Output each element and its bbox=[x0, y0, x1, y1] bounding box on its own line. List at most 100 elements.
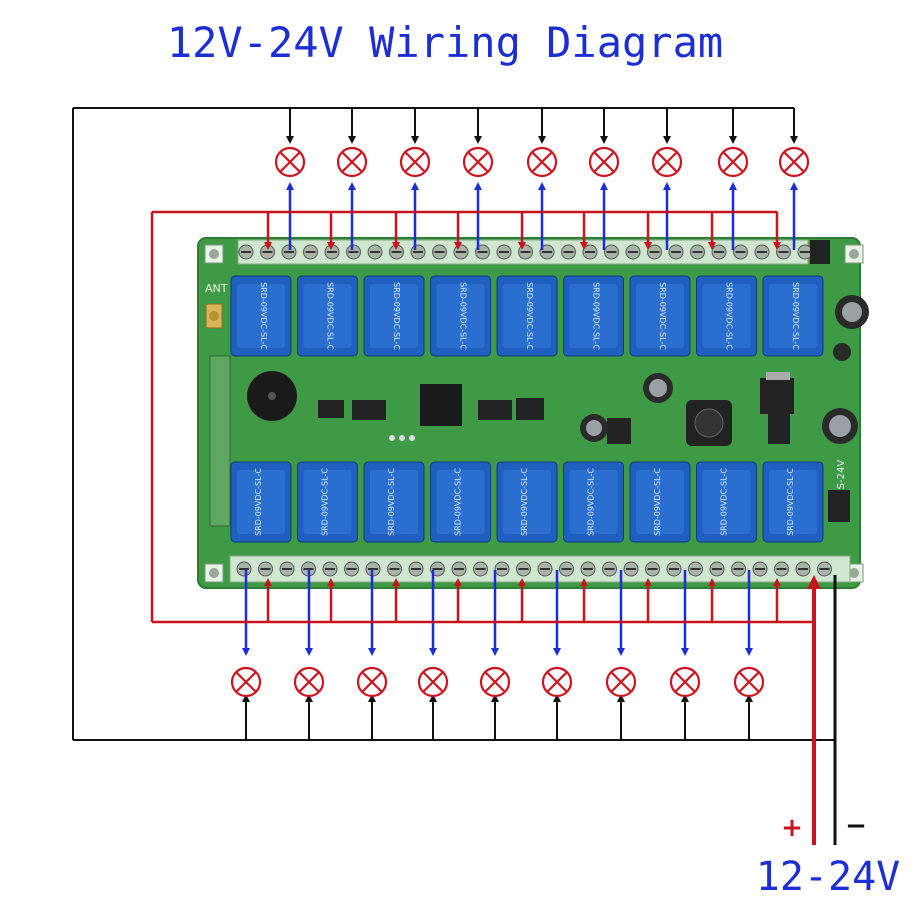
lamp-icon bbox=[336, 146, 368, 178]
terminal-screws bbox=[236, 244, 832, 577]
relay-icon: SRD-09VDC-SL-C bbox=[297, 275, 358, 357]
relay-label: SRD-09VDC-SL-C bbox=[587, 468, 596, 536]
relay-face bbox=[702, 470, 751, 534]
lamp-icon bbox=[733, 666, 765, 698]
lamp-icon bbox=[274, 146, 306, 178]
relay-label: SRD-09VDC-SL-C bbox=[321, 468, 330, 536]
lamp-cross bbox=[546, 671, 568, 693]
relay-icon: SRD-09VDC-SL-C bbox=[430, 275, 491, 357]
relay-icon: SRD-09VDC-SL-C bbox=[363, 461, 425, 543]
lamp-cross bbox=[593, 151, 615, 173]
lamp-icon bbox=[399, 146, 431, 178]
relay-icon: SRD-09VDC-SL-C bbox=[297, 461, 358, 543]
lamp-icon bbox=[230, 666, 262, 698]
relay-icon: SRD-09VDC-SL-C bbox=[230, 275, 292, 357]
antenna-icon bbox=[205, 303, 223, 329]
relay-label: SRD-09VDC-SL-C bbox=[658, 282, 667, 350]
ant-label: ANT bbox=[205, 282, 228, 295]
relay-icon: SRD-09VDC-SL-C bbox=[363, 275, 425, 357]
lamp-cross bbox=[722, 151, 744, 173]
relay-face bbox=[636, 284, 684, 348]
supply-voltage-label: 12-24V bbox=[756, 854, 901, 900]
relay-icon: SRD-09VDC-SL-C bbox=[496, 461, 558, 543]
lamp-cross bbox=[361, 671, 383, 693]
relay-icon: SRD-09VDC-SL-C bbox=[696, 461, 757, 543]
lamp-cross bbox=[279, 151, 301, 173]
relay-label: SRD-09VDC-SL-C bbox=[392, 282, 401, 350]
mounting-hole-center bbox=[209, 249, 219, 259]
relay-face bbox=[237, 284, 285, 348]
relay-face bbox=[436, 284, 485, 348]
lamp-cross bbox=[422, 671, 444, 693]
lamp-cross bbox=[783, 151, 805, 173]
relay-label: SRD-09VDC-SL-C bbox=[459, 282, 468, 350]
rf-module bbox=[209, 355, 231, 527]
dc-jack bbox=[810, 240, 830, 264]
lamp-cross bbox=[404, 151, 426, 173]
lamp-icon bbox=[717, 146, 749, 178]
relay-face bbox=[769, 470, 817, 534]
lamp-cross bbox=[610, 671, 632, 693]
relay-icon: SRD-09VDC-SL-C bbox=[230, 461, 292, 543]
lamps bbox=[230, 146, 810, 698]
relay-label: SRD-09VDC-SL-C bbox=[720, 468, 729, 536]
relay-icon: SRD-09VDC-SL-C bbox=[430, 461, 491, 543]
lamp-cross bbox=[656, 151, 678, 173]
supply-minus-sign: − bbox=[845, 811, 867, 841]
relay-board: SRD-09VDC-SL-C SRD-09VDC-SL-C SRD-09VDC-SL… bbox=[197, 237, 869, 589]
relay-icon: SRD-09VDC-SL-C bbox=[762, 461, 824, 543]
relay-label: SRD-09VDC-SL-C bbox=[259, 282, 268, 350]
relay-label: SRD-09VDC-SL-C bbox=[454, 468, 463, 536]
lamp-cross bbox=[484, 671, 506, 693]
wiring bbox=[72, 107, 837, 845]
relay-face bbox=[303, 470, 352, 534]
lamp-icon bbox=[526, 146, 558, 178]
relay-icon: SRD-09VDC-SL-C bbox=[762, 275, 824, 357]
relay-icon: SRD-09VDC-SL-C bbox=[629, 275, 691, 357]
lamp-cross bbox=[298, 671, 320, 693]
relay-face bbox=[702, 284, 751, 348]
mounting-hole-center bbox=[849, 249, 859, 259]
relay-label: SRD-09VDC-SL-C bbox=[791, 282, 800, 350]
relay-face bbox=[370, 284, 418, 348]
mounting-hole-center bbox=[209, 568, 219, 578]
buzzer-icon bbox=[247, 371, 297, 421]
lamp-icon bbox=[651, 146, 683, 178]
relay-label: SRD-09VDC-SL-C bbox=[387, 468, 396, 536]
lamp-cross bbox=[467, 151, 489, 173]
relay-face bbox=[303, 284, 352, 348]
relay-label: SRD-09VDC-SL-C bbox=[653, 468, 662, 536]
lamp-cross bbox=[341, 151, 363, 173]
lamp-cross bbox=[674, 671, 696, 693]
relay-face bbox=[237, 470, 285, 534]
lamp-cross bbox=[738, 671, 760, 693]
relay-face bbox=[436, 470, 485, 534]
relay-label: SRD-09VDC-SL-C bbox=[254, 468, 263, 536]
inductor-label: 470 bbox=[699, 419, 718, 430]
lamp-cross bbox=[531, 151, 553, 173]
lamp-icon bbox=[605, 666, 637, 698]
capacitor-icon bbox=[580, 295, 869, 444]
regulator-icon bbox=[760, 372, 794, 414]
relay-label: SRD-09VDC-SL-C bbox=[592, 282, 601, 350]
relay-label: SRD-09VDC-SL-C bbox=[786, 468, 795, 536]
lamp-icon bbox=[669, 666, 701, 698]
relay-icon: SRD-09VDC-SL-C bbox=[496, 275, 558, 357]
relay-face bbox=[370, 470, 418, 534]
relay-face bbox=[503, 470, 551, 534]
relay-icon: SRD-09VDC-SL-C bbox=[563, 461, 624, 543]
model-label: AK-18S-24V bbox=[836, 460, 847, 518]
page-title: 12V-24V Wiring Diagram bbox=[167, 18, 723, 67]
relay-icon: SRD-09VDC-SL-C bbox=[563, 275, 624, 357]
mounting-hole-center bbox=[849, 568, 859, 578]
lamp-icon bbox=[541, 666, 573, 698]
lamp-icon bbox=[356, 666, 388, 698]
lamp-icon bbox=[293, 666, 325, 698]
supply-plus-sign: + bbox=[781, 813, 803, 843]
relay-face bbox=[503, 284, 551, 348]
lamp-icon bbox=[778, 146, 810, 178]
relay-label: SRD-09VDC-SL-C bbox=[525, 282, 534, 350]
relay-label: SRD-09VDC-SL-C bbox=[725, 282, 734, 350]
lamp-icon bbox=[417, 666, 449, 698]
